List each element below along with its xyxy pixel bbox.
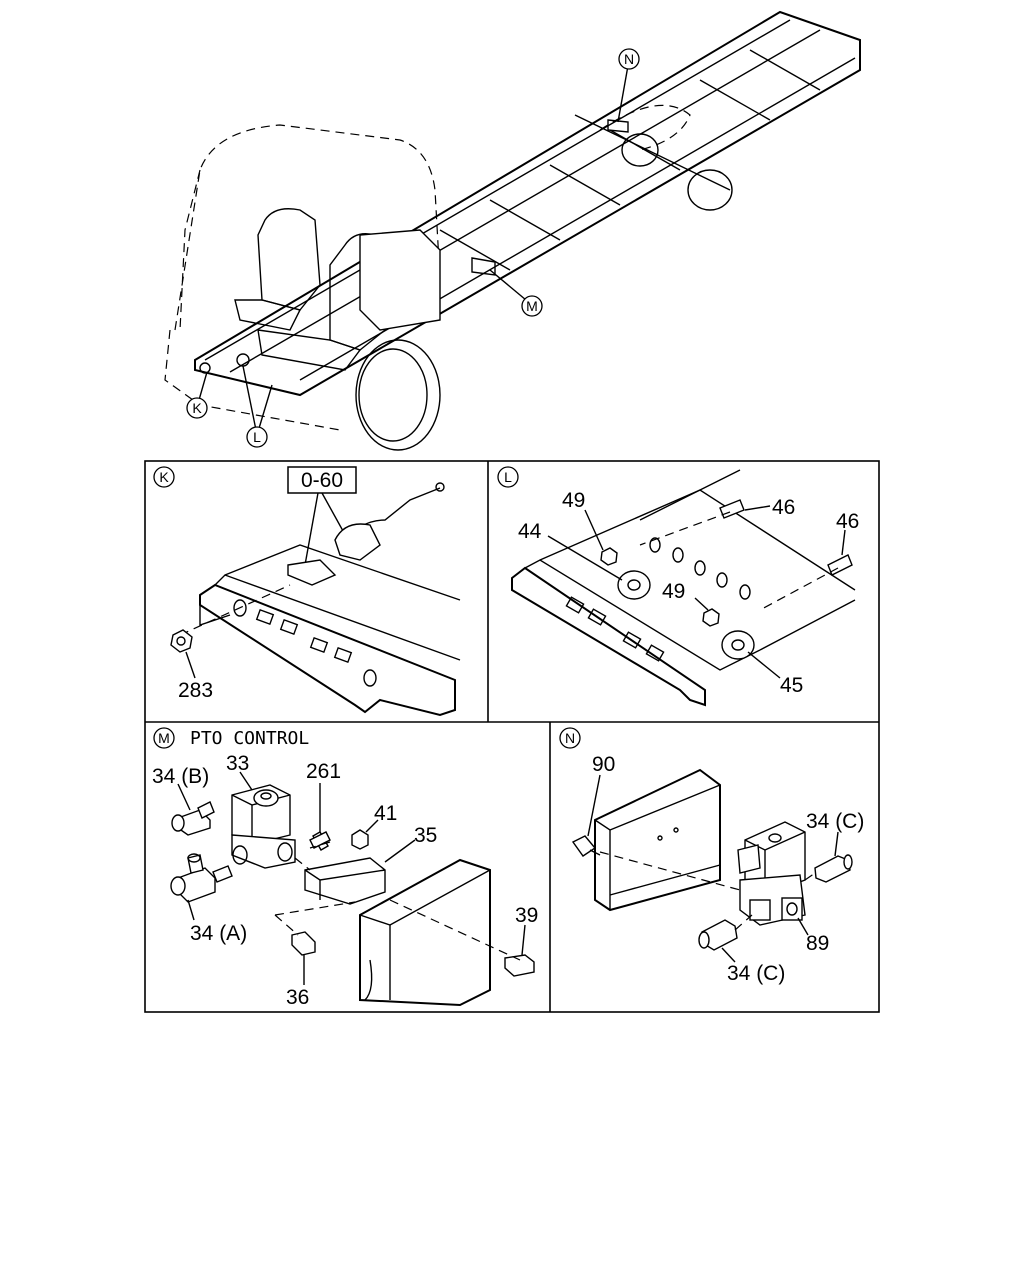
callout-l-label: L [253, 429, 261, 445]
panel-k-letter: K [159, 469, 169, 485]
part-49-label-2: 49 [662, 580, 685, 603]
panel-n-letter: N [565, 730, 575, 746]
panel-l-badge [497, 466, 519, 488]
horn-44 [617, 570, 651, 600]
callout-k [186, 397, 208, 419]
part-34b-label: 34 (B) [152, 765, 209, 788]
truck-overview: K L M N [164, 10, 861, 451]
panel-n-badge [559, 727, 581, 749]
part-90-label: 90 [592, 753, 615, 776]
callout-n-label: N [624, 51, 634, 67]
part-46-label: 46 [772, 496, 795, 519]
callout-l [246, 426, 268, 448]
part-45-label: 45 [780, 674, 803, 697]
part-34a-label: 34 (A) [190, 922, 247, 945]
panel-frames [144, 460, 880, 1013]
part-44-label: 44 [518, 520, 542, 543]
horn-45 [721, 630, 755, 660]
part-49-label: 49 [562, 489, 585, 512]
part-261-label: 261 [306, 760, 341, 783]
part-41-label: 41 [374, 802, 397, 825]
part-283-label: 283 [178, 679, 213, 702]
part-36-label: 36 [286, 986, 309, 1009]
panel-l-letter: L [504, 469, 512, 485]
part-89-label: 89 [806, 932, 829, 955]
panel-m-title: PTO CONTROL [190, 728, 309, 749]
bracket-35 [304, 857, 386, 905]
part-34c-label: 34 (C) [806, 810, 864, 833]
nut-283 [170, 629, 193, 653]
ref-box [287, 466, 357, 494]
panel-m: M PTO CONTROL [152, 727, 538, 1009]
callout-m-label: M [526, 298, 538, 314]
panel-k: K 0-60 283 [153, 466, 461, 717]
panel-m-letter: M [158, 730, 170, 746]
panel-n: N 90 34 (C) [559, 727, 864, 985]
part-39-label: 39 [515, 904, 538, 927]
panel-k-badge [153, 466, 175, 488]
part-33-label: 33 [226, 752, 249, 775]
callout-k-label: K [192, 400, 202, 416]
callout-m [521, 295, 543, 317]
callout-n [618, 48, 640, 70]
part-34c-label-2: 34 (C) [727, 962, 785, 985]
part-35-label: 35 [414, 824, 437, 847]
ref-box-label: 0-60 [301, 469, 343, 492]
panel-l: L 49 46 [497, 466, 859, 707]
panel-m-badge [153, 727, 175, 749]
part-46-label-2: 46 [836, 510, 859, 533]
